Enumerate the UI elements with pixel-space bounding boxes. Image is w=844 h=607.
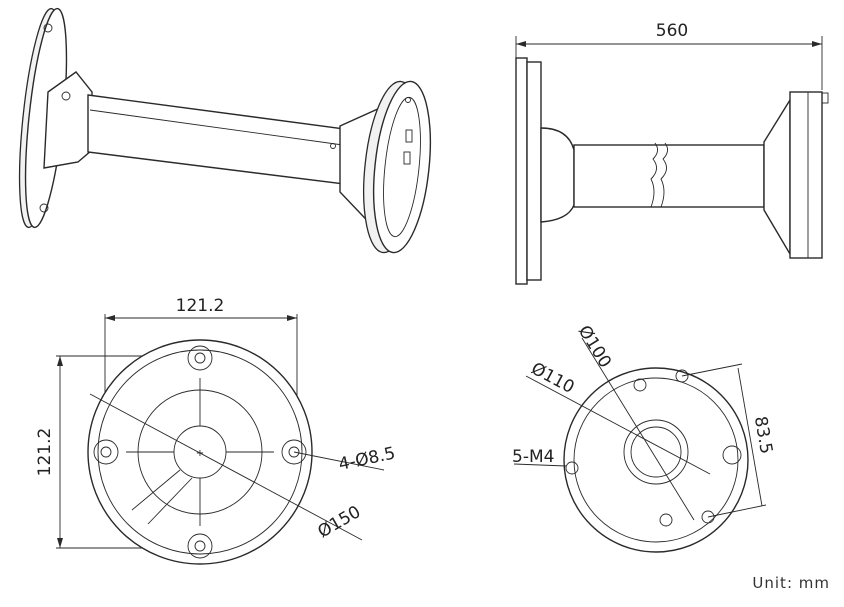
dim-base-height: 121.2 xyxy=(35,428,55,477)
unit-label: Unit: mm xyxy=(752,574,830,592)
dim-junction-d100: Ø100 xyxy=(574,322,615,371)
base-plate-front-view: + xyxy=(56,314,385,565)
dim-base-diameter: Ø150 xyxy=(315,502,365,542)
dim-hole-spacing: 83.5 xyxy=(750,415,776,456)
side-view xyxy=(515,36,829,285)
dim-hole-spec: 4-Ø8.5 xyxy=(337,443,397,474)
dim-length-560: 560 xyxy=(656,21,688,41)
dim-base-width: 121.2 xyxy=(176,296,225,316)
junction-box-front-view xyxy=(513,337,767,553)
isometric-view xyxy=(18,7,432,254)
dim-screw-spec: 5-M4 xyxy=(512,447,554,467)
dim-junction-d110: Ø110 xyxy=(528,359,578,398)
